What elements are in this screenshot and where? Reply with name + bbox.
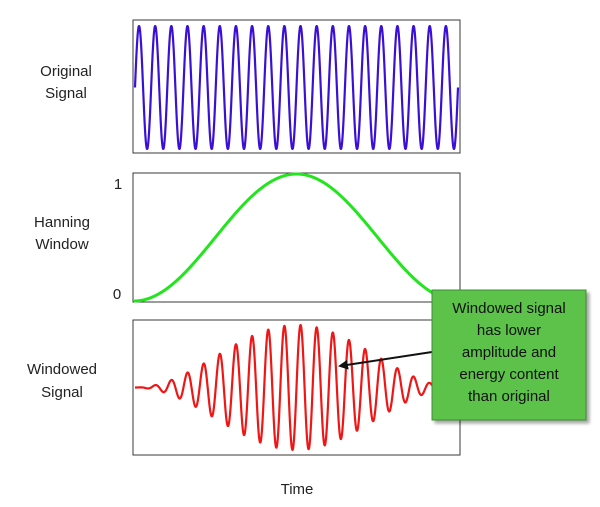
- hanning-window-label-line2: Window: [35, 236, 89, 253]
- annotation-callout: Windowed signal has lower amplitude and …: [431, 289, 587, 421]
- original-signal-label-line2: Signal: [45, 85, 87, 102]
- hanning-window-label: Hanning: [34, 214, 90, 231]
- windowed-signal-label: Windowed: [27, 361, 97, 378]
- annotation-line-2: has lower: [477, 322, 541, 339]
- annotation-line-4: energy content: [459, 366, 559, 383]
- hanning-window-series: [132, 172, 461, 303]
- hanning-window-panel: [132, 172, 461, 303]
- annotation-box: [431, 289, 587, 421]
- annotation-line-3: amplitude and: [462, 344, 556, 361]
- original-signal-series: [133, 24, 460, 151]
- annotation-line-1: Windowed signal: [452, 300, 565, 317]
- windowed-signal-series: [134, 324, 459, 451]
- annotation-line-5: than original: [468, 388, 550, 405]
- windowed-signal-label-line2: Signal: [41, 384, 83, 401]
- original-signal-label: Original: [40, 63, 92, 80]
- hanning-ytick-max: 1: [114, 176, 122, 193]
- x-axis-label: Time: [281, 481, 314, 498]
- hanning-ytick-min: 0: [113, 286, 121, 303]
- callout-arrow: [338, 351, 433, 370]
